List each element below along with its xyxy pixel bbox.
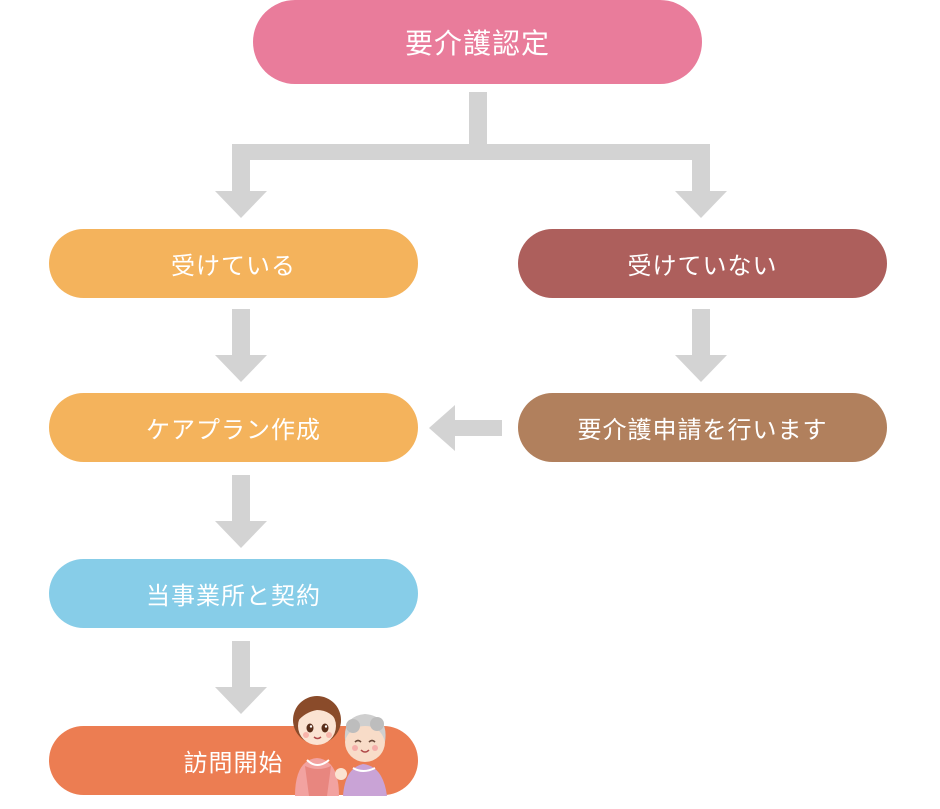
arrow-to-apply-head — [675, 355, 727, 382]
arrow-to-careplan-shaft — [232, 309, 250, 355]
split-connector-stem — [469, 92, 487, 152]
arrow-to-not-receiving-head — [675, 191, 727, 218]
node-care-certification: 要介護認定 — [253, 0, 702, 84]
arrow-to-visit-shaft — [232, 641, 250, 687]
node-contract-label: 当事業所と契約 — [146, 582, 321, 610]
arrow-to-not-receiving-shaft — [692, 144, 710, 191]
arrow-to-visit-head — [215, 687, 267, 714]
caregiver-with-elderly-person-illustration — [293, 696, 387, 796]
arrow-to-careplan-head — [215, 355, 267, 382]
node-visit-start: 訪問開始 — [49, 696, 418, 796]
arrow-to-contract-head — [215, 521, 267, 548]
arrow-to-receiving-head — [215, 191, 267, 218]
arrow-to-receiving-shaft — [232, 144, 250, 191]
node-not-receiving-label: 受けていない — [627, 252, 778, 280]
node-not-receiving: 受けていない — [518, 229, 887, 298]
node-visit-start-label: 訪問開始 — [183, 749, 284, 777]
arrow-apply-to-careplan-head — [429, 405, 455, 451]
arrow-apply-to-careplan-shaft — [452, 420, 502, 436]
caregiver-figure — [293, 696, 347, 796]
arrow-to-apply-shaft — [692, 309, 710, 355]
node-receiving: 受けている — [49, 229, 418, 298]
node-care-certification-label: 要介護認定 — [404, 27, 550, 60]
node-apply-certification-label: 要介護申請を行います — [577, 416, 828, 444]
node-contract: 当事業所と契約 — [49, 559, 418, 628]
node-receiving-label: 受けている — [171, 252, 296, 280]
arrow-to-contract-shaft — [232, 475, 250, 521]
split-connector-bar — [233, 144, 710, 160]
node-apply-certification: 要介護申請を行います — [518, 393, 887, 462]
node-care-plan-label: ケアプラン作成 — [146, 416, 321, 444]
elderly-person-figure — [343, 714, 387, 796]
node-care-plan: ケアプラン作成 — [49, 393, 418, 462]
